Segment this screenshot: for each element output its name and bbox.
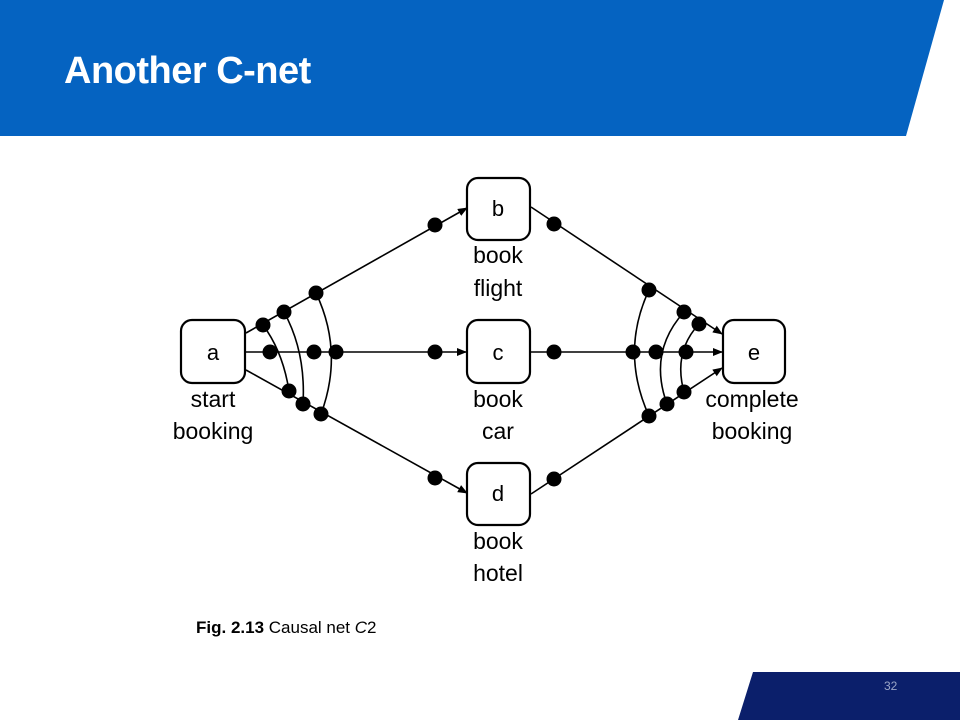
node-id: a xyxy=(207,340,220,365)
node-box xyxy=(721,318,787,385)
output-binding-arc-2 xyxy=(283,311,305,405)
node-id: c xyxy=(493,340,504,365)
node-label-line-1: complete xyxy=(705,386,798,412)
activity-node-b: b book flight xyxy=(465,176,532,301)
node-label-line-1: start xyxy=(191,386,236,412)
binding-dot xyxy=(281,383,297,399)
binding-dot xyxy=(691,316,707,332)
node-box xyxy=(465,318,532,385)
binding-dot xyxy=(676,304,692,320)
binding-dot xyxy=(308,285,324,301)
binding-dot xyxy=(546,471,562,487)
binding-dot xyxy=(262,344,278,360)
caption-net-index: 2 xyxy=(367,618,377,637)
footer-band xyxy=(738,672,960,720)
figure-caption: Fig. 2.13 Causal net C2 xyxy=(196,618,377,638)
binding-dot xyxy=(306,344,322,360)
activity-node-e: e complete booking xyxy=(705,318,799,444)
node-id: e xyxy=(748,340,760,365)
activity-node-a: a start booking xyxy=(173,318,254,444)
node-box xyxy=(179,318,247,385)
header-band xyxy=(0,0,944,136)
footer-band-shape xyxy=(738,672,960,720)
binding-dot xyxy=(676,384,692,400)
binding-dot xyxy=(546,344,562,360)
binding-dot xyxy=(678,344,694,360)
caption-text: Causal net xyxy=(264,618,355,637)
binding-dot xyxy=(255,317,271,333)
page-number: 32 xyxy=(884,679,898,693)
caption-figure-ref: Fig. 2.13 xyxy=(196,618,265,637)
binding-dot xyxy=(276,304,292,320)
binding-dot xyxy=(427,470,443,486)
node-label-line-1: book xyxy=(473,242,523,268)
node-label-line-2: hotel xyxy=(473,560,523,586)
binding-dot xyxy=(295,396,311,412)
node-box xyxy=(465,176,532,242)
node-label-line-1: book xyxy=(473,386,523,412)
binding-dot xyxy=(641,408,657,424)
node-label-line-2: car xyxy=(482,418,514,444)
node-label-line-2: booking xyxy=(712,418,793,444)
binding-dot xyxy=(659,396,675,412)
node-label-line-1: book xyxy=(473,528,523,554)
binding-dot xyxy=(328,344,344,360)
binding-dots xyxy=(255,216,707,487)
binding-dot xyxy=(625,344,641,360)
caption-net-letter: C xyxy=(354,618,368,637)
slide-title: Another C-net xyxy=(64,50,311,92)
activity-node-c: c book car xyxy=(465,318,532,444)
binding-dot xyxy=(648,344,664,360)
node-id: b xyxy=(492,196,504,221)
node-label-line-2: flight xyxy=(474,275,523,301)
node-label-line-2: booking xyxy=(173,418,254,444)
binding-dot xyxy=(641,282,657,298)
node-box xyxy=(465,461,532,527)
node-id: d xyxy=(492,481,504,506)
header-band-shape xyxy=(0,0,944,136)
binding-dot xyxy=(427,217,443,233)
binding-dot xyxy=(427,344,443,360)
binding-dot xyxy=(546,216,562,232)
activity-node-d: d book hotel xyxy=(465,461,532,586)
binding-dot xyxy=(313,406,329,422)
